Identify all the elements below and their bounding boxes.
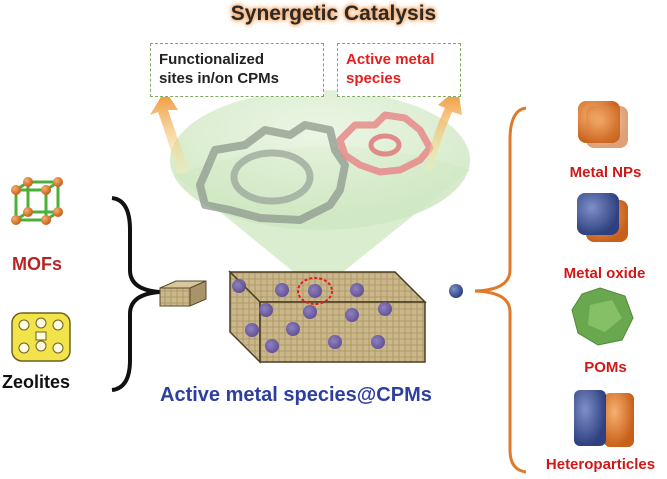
- metal-oxide-icon: [577, 193, 628, 242]
- pom-icon: [571, 287, 634, 346]
- metal-species-dot-icon: [449, 284, 463, 298]
- metal-nps-label: Metal NPs: [569, 164, 642, 181]
- functional-site-gear-icon: [196, 121, 349, 224]
- heteroparticles-label: Heteroparticles: [545, 456, 656, 473]
- active-metal-callout: Active metal species: [337, 43, 461, 97]
- mof-nodes: [11, 177, 63, 225]
- callout-line: sites in/on CPMs: [159, 70, 280, 87]
- right-brace: [474, 106, 527, 474]
- functionalized-sites-callout: Functionalized sites in/on CPMs: [150, 43, 324, 97]
- mofs-label: MOFs: [12, 254, 63, 274]
- light-cone: [170, 90, 470, 292]
- active-metal-gear-icon: [336, 111, 434, 176]
- arrow-up-right-icon: [425, 88, 462, 172]
- zeolite-structure-icon: [11, 312, 71, 362]
- zeolites-label: Zeolites: [2, 372, 71, 392]
- diagram-title: Synergetic Catalysis: [230, 2, 437, 25]
- mof-structure-icon: [14, 180, 60, 222]
- metal-particles: [232, 279, 392, 353]
- callout-line: species: [346, 70, 402, 87]
- composite-block: [228, 270, 427, 364]
- left-brace: [111, 196, 161, 392]
- arrow-up-left-icon: [150, 90, 190, 175]
- callout-line: Active metal: [346, 51, 435, 68]
- metal-nps-icon: [578, 101, 628, 148]
- composite-caption: Active metal species@CPMs: [160, 384, 432, 406]
- callout-line: Functionalized: [159, 51, 264, 68]
- metal-oxide-label: Metal oxide: [563, 265, 646, 282]
- highlight-circle: [297, 277, 333, 305]
- poms-label: POMs: [584, 359, 627, 376]
- heteroparticles-icon: [574, 390, 634, 447]
- small-cpm-block-icon: [159, 280, 207, 307]
